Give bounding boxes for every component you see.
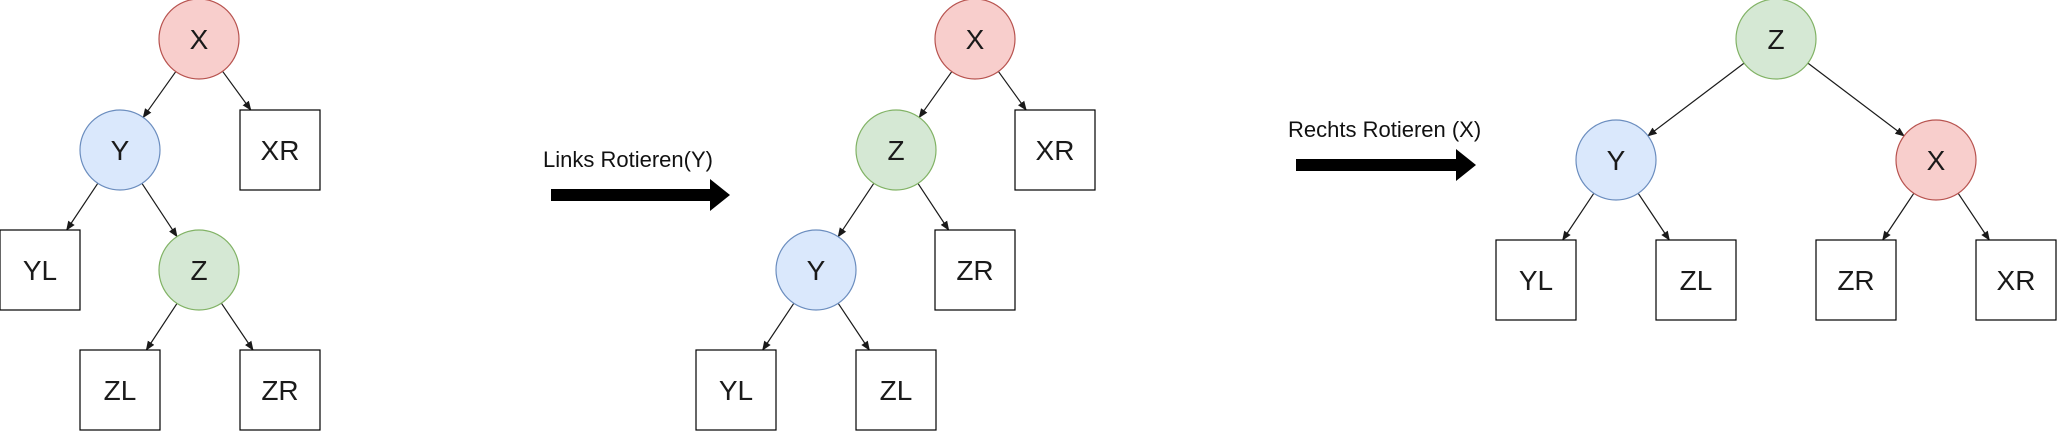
edge-z-to-zr <box>220 302 254 351</box>
arrow-shaft <box>1296 159 1458 171</box>
node-y: Y <box>79 109 161 191</box>
edge-y-to-zl <box>1637 192 1670 241</box>
node-label: Z <box>887 135 904 166</box>
edge-x-to-z <box>918 71 953 119</box>
node-circle <box>775 229 857 311</box>
edge-x-to-zr <box>1882 192 1915 241</box>
edge-z-to-y <box>837 182 875 238</box>
node-xr: XR <box>239 109 321 191</box>
edge-x-to-xr <box>222 70 252 111</box>
node-circle <box>934 0 1016 80</box>
node-label: YL <box>719 375 753 406</box>
tree-after-right-rotation: Z Y X YL ZL ZR XR <box>1495 0 2057 321</box>
operation-2: Rechts Rotieren (X) <box>1288 117 1481 181</box>
node-x: X <box>1895 119 1977 201</box>
node-zr: ZR <box>934 229 1016 311</box>
node-zl: ZL <box>79 349 161 431</box>
node-z: Z <box>855 109 937 191</box>
node-label: ZL <box>104 375 137 406</box>
node-label: ZR <box>956 255 993 286</box>
leaf-square <box>1815 239 1897 321</box>
node-label: Y <box>111 135 130 166</box>
node-zl: ZL <box>1655 239 1737 321</box>
node-label: X <box>190 24 209 55</box>
node-circle <box>158 229 240 311</box>
node-y: Y <box>775 229 857 311</box>
node-yl: YL <box>0 229 81 311</box>
node-circle <box>855 109 937 191</box>
edge-x-to-xr <box>1957 192 1990 241</box>
node-yl: YL <box>695 349 777 431</box>
leaf-square <box>0 229 81 311</box>
edge-x-to-y <box>142 71 177 119</box>
leaf-square <box>1975 239 2057 321</box>
node-label: Y <box>1607 145 1626 176</box>
operations-layer: Links Rotieren(Y) Rechts Rotieren (X) <box>543 117 1481 211</box>
edge-y-to-yl <box>1562 192 1595 241</box>
node-yl: YL <box>1495 239 1577 321</box>
edge-z-to-zr <box>917 183 950 231</box>
leaf-square <box>1655 239 1737 321</box>
node-zl: ZL <box>855 349 937 431</box>
node-circle <box>158 0 240 80</box>
edge-y-to-yl <box>762 302 795 351</box>
node-label: Z <box>1767 24 1784 55</box>
leaf-square <box>239 109 321 191</box>
arrow-shaft <box>551 189 712 201</box>
node-zr: ZR <box>1815 239 1897 321</box>
node-label: ZR <box>1837 265 1874 296</box>
node-label: XR <box>1997 265 2036 296</box>
node-label: ZR <box>261 375 298 406</box>
node-label: XR <box>261 135 300 166</box>
node-label: X <box>1927 145 1946 176</box>
operation-1: Links Rotieren(Y) <box>543 147 730 211</box>
arrow-head <box>1456 149 1476 181</box>
edge-z-to-x <box>1807 62 1905 137</box>
edge-z-to-y <box>1647 62 1745 137</box>
node-label: Z <box>190 255 207 286</box>
operation-label: Rechts Rotieren (X) <box>1288 117 1481 142</box>
node-label: ZL <box>1680 265 1713 296</box>
leaf-square <box>239 349 321 431</box>
node-z: Z <box>1735 0 1817 80</box>
node-y: Y <box>1575 119 1657 201</box>
leaf-square <box>695 349 777 431</box>
node-x: X <box>158 0 240 80</box>
operation-label: Links Rotieren(Y) <box>543 147 713 172</box>
node-label: Y <box>807 255 826 286</box>
leaf-square <box>1495 239 1577 321</box>
leaf-square <box>934 229 1016 311</box>
node-z: Z <box>158 229 240 311</box>
leaf-square <box>1014 109 1096 191</box>
node-x: X <box>934 0 1016 80</box>
node-circle <box>79 109 161 191</box>
edge-y-to-zl <box>837 302 870 351</box>
node-circle <box>1735 0 1817 80</box>
node-xr: XR <box>1014 109 1096 191</box>
node-label: X <box>966 24 985 55</box>
edge-y-to-yl <box>66 182 99 231</box>
node-circle <box>1575 119 1657 201</box>
leaf-square <box>855 349 937 431</box>
edge-z-to-zl <box>145 303 178 351</box>
node-xr: XR <box>1975 239 2057 321</box>
tree-after-left-rotation: X Z XR Y ZR YL ZL <box>695 0 1096 431</box>
node-zr: ZR <box>239 349 321 431</box>
node-label: YL <box>1519 265 1553 296</box>
node-label: XR <box>1036 135 1075 166</box>
node-label: ZL <box>880 375 913 406</box>
edge-y-to-z <box>141 183 178 238</box>
node-circle <box>1895 119 1977 201</box>
arrow-head <box>710 179 730 211</box>
tree-before: X Y XR YL Z ZL ZR <box>0 0 321 431</box>
leaf-square <box>79 349 161 431</box>
node-label: YL <box>23 255 57 286</box>
edge-x-to-xr <box>997 71 1027 111</box>
